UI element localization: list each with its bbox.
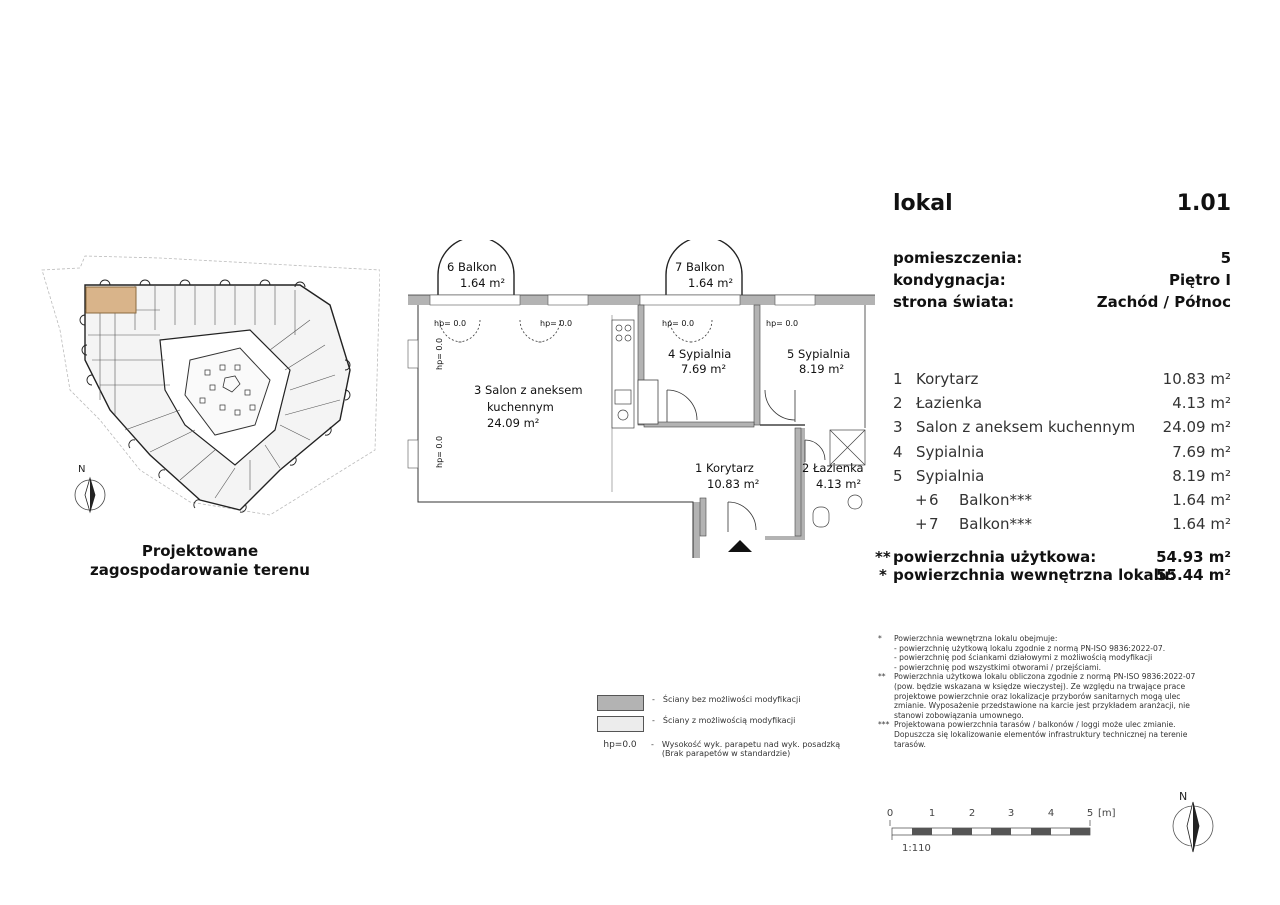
plan-label-sypialnia-4: 4 Sypialnia xyxy=(668,347,731,361)
plan-area-lazienka: 4.13 m² xyxy=(816,477,861,491)
highlighted-unit xyxy=(85,286,137,314)
legend-fixed-walls: -Ściany bez możliwości modyfikacji xyxy=(597,695,800,711)
balcony-6 xyxy=(437,240,515,295)
unit-number: 1.01 xyxy=(1176,191,1231,216)
footnotes: * Powierzchnia wewnętrzna lokalu obejmuj… xyxy=(878,634,1196,749)
svg-text:0: 0 xyxy=(887,808,893,819)
svg-text:4: 4 xyxy=(1048,808,1054,819)
svg-text:5: 5 xyxy=(1087,808,1093,819)
legend-hp-key: hp=0.0 xyxy=(603,740,637,750)
plan-area-balkon-7: 1.64 m² xyxy=(688,276,733,290)
svg-text:N: N xyxy=(78,464,85,475)
legend-hp: hp=0.0 - Wysokość wyk. parapetu nad wyk.… xyxy=(597,740,840,758)
legend-swatch-modifiable xyxy=(597,716,644,732)
plan-area-korytarz: 10.83 m² xyxy=(707,477,759,491)
total-usable-area: **powierzchnia użytkowa:54.93 m² xyxy=(875,548,1231,566)
plan-area-salon: 24.09 m² xyxy=(487,416,539,430)
plan-area-sypialnia-5: 8.19 m² xyxy=(799,362,844,376)
site-plan-diagram: N xyxy=(41,255,380,516)
svg-text:2: 2 xyxy=(969,808,975,819)
plan-label-balkon-7: 7 Balkon xyxy=(675,260,725,274)
site-north-arrow-icon: N xyxy=(74,464,106,514)
svg-text:[m]: [m] xyxy=(1098,808,1116,819)
hp-label: hp= 0.0 xyxy=(766,319,798,328)
plan-area-sypialnia-4: 7.69 m² xyxy=(681,362,726,376)
svg-text:N: N xyxy=(1179,790,1187,803)
plan-label-lazienka: 2 Łazienka xyxy=(802,461,864,475)
info-row-rooms: pomieszczenia:5 xyxy=(893,249,1231,267)
floor-plan-diagram: 6 Balkon 1.64 m² 7 Balkon 1.64 m² 3 Salo… xyxy=(407,240,875,558)
balcony-7 xyxy=(665,240,743,295)
hp-label: hp= 0.0 xyxy=(434,319,466,328)
hp-label: hp= 0.0 xyxy=(435,338,444,370)
entrance-marker-icon xyxy=(728,540,752,552)
north-arrow-icon: N xyxy=(1172,790,1214,853)
plan-label-salon: 3 Salon z aneksem xyxy=(474,383,583,397)
svg-text:1: 1 xyxy=(929,808,935,819)
unit-label: lokal xyxy=(893,191,953,216)
site-caption-line2: zagospodarowanie terenu xyxy=(90,561,310,579)
plan-label-korytarz: 1 Korytarz xyxy=(695,461,754,475)
plan-label-salon-line2: kuchennym xyxy=(487,400,554,414)
hp-label: hp= 0.0 xyxy=(435,436,444,468)
plan-area-balkon-6: 1.64 m² xyxy=(460,276,505,290)
site-caption-line1: Projektowane xyxy=(141,542,259,560)
svg-text:3: 3 xyxy=(1008,808,1014,819)
hp-label: hp= 0.0 xyxy=(662,319,694,328)
legend-modifiable-walls: -Ściany z możliwością modyfikacji xyxy=(597,716,795,732)
plan-label-balkon-6: 6 Balkon xyxy=(447,260,497,274)
site-plan-caption: Projektowane zagospodarowanie terenu xyxy=(60,542,340,580)
scale-bar: 0 1 2 3 4 5 [m] 1:110 xyxy=(887,808,1116,854)
legend-swatch-fixed xyxy=(597,695,644,711)
plan-label-sypialnia-5: 5 Sypialnia xyxy=(787,347,850,361)
info-row-floor: kondygnacja:Piętro I xyxy=(893,271,1231,289)
info-row-orientation: strona świata:Zachód / Północ xyxy=(893,293,1231,311)
total-internal-area: *powierzchnia wewnętrzna lokalu:55.44 m² xyxy=(879,566,1231,584)
svg-text:1:110: 1:110 xyxy=(902,843,931,854)
hp-label: hp= 0.0 xyxy=(540,319,572,328)
